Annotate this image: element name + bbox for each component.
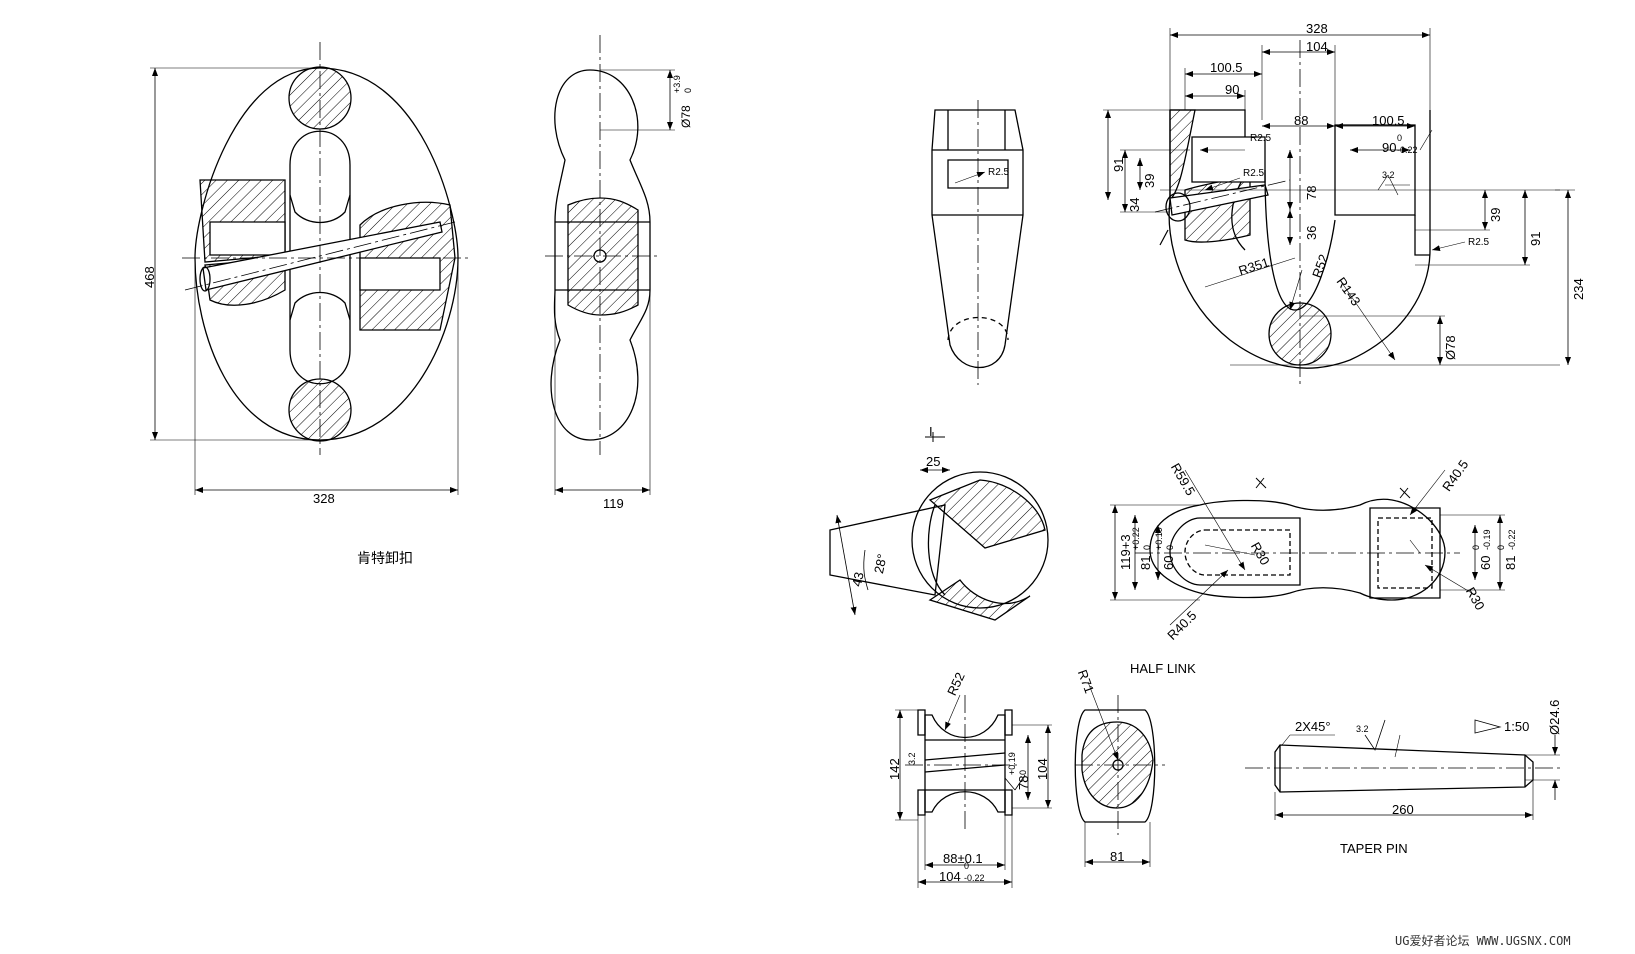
- dim-tp-taper: 1:50: [1504, 719, 1530, 734]
- dim-v78-mid: 78: [1304, 185, 1319, 200]
- dim-top-100-5b: 100.5: [1372, 113, 1405, 128]
- dim-stud-78-tol-low: 0: [1018, 769, 1028, 775]
- stud-view: [895, 694, 1052, 888]
- dim-front-width: 328: [313, 491, 335, 506]
- dim-hl-81-tol: +0.22: [1131, 527, 1141, 550]
- half-link-title: HALF LINK: [1130, 661, 1196, 676]
- dim-side-dia: Ø78: [679, 105, 693, 128]
- dim-hl-81r-tol: 0: [1496, 544, 1506, 550]
- end-view: [931, 100, 1024, 385]
- dim-top-88: 88: [1294, 113, 1309, 128]
- dim-top-104: 104: [1306, 39, 1328, 54]
- section-view: [1103, 28, 1575, 385]
- half-link-view: [1110, 469, 1505, 626]
- dim-top-90b-tol: 0: [1397, 133, 1403, 143]
- dim-tp-32: 3.2: [1356, 724, 1369, 734]
- dim-tp-dia: Ø24.6: [1547, 699, 1562, 735]
- dim-hl-60r: 60: [1478, 555, 1493, 570]
- dim-detail-28: 28°: [871, 552, 890, 575]
- taper-pin-title: TAPER PIN: [1340, 841, 1408, 856]
- dim-v36-mid: 36: [1304, 225, 1319, 240]
- dim-top-328: 328: [1306, 21, 1328, 36]
- dim-hl-60r-tol-low: -0.19: [1482, 529, 1492, 550]
- side-view: [545, 35, 675, 495]
- dim-v34-left: 34: [1127, 197, 1142, 212]
- drawing-caption: 肯特卸扣: [357, 551, 413, 567]
- dim-front-height: 468: [142, 266, 157, 288]
- dim-side-width: 119: [603, 496, 624, 511]
- dim-stud-78: 78: [1016, 775, 1031, 790]
- dim-top-90: 90: [1225, 82, 1240, 97]
- dim-hl-81r: 81: [1503, 555, 1518, 570]
- dim-v91-right: 91: [1528, 231, 1543, 246]
- dim-stud-104b-tol: 0: [964, 861, 970, 871]
- dim-v234: 234: [1571, 278, 1586, 300]
- dim-top-90b-tol-low: -0.22: [1397, 145, 1418, 155]
- dim-top-90b: 90: [1382, 140, 1397, 155]
- dim-v91-left: 91: [1111, 157, 1126, 172]
- dim-v39-right: 39: [1488, 207, 1503, 222]
- dim-hl-81r-tol-low: -0.22: [1507, 529, 1517, 550]
- dim-dia78: Ø78: [1443, 335, 1458, 360]
- dim-r25-a: R2.5: [1250, 133, 1272, 144]
- dim-side-dia-tol-low: 0: [683, 87, 693, 93]
- dim-hl-60-tol-low: 0: [1165, 544, 1175, 550]
- dim-hl-60-tol: +0.19: [1154, 527, 1164, 550]
- dim-stud-104b: 104: [939, 869, 961, 884]
- dim-stud-104: 104: [1035, 758, 1050, 780]
- dim-stud-88: 88±0.1: [943, 851, 983, 866]
- watermark: UG爱好者论坛 WWW.UGSNX.COM: [1395, 934, 1571, 948]
- dim-stud-104b-tol-low: -0.22: [964, 873, 985, 883]
- taper-pin-view: [1245, 719, 1560, 820]
- dim-stud-142: 142: [887, 758, 902, 780]
- dim-hl-81-tol-low: 0: [1142, 544, 1152, 550]
- dim-end-r25: R2.5: [988, 167, 1010, 178]
- dim-r25-b: R2.5: [1243, 168, 1265, 179]
- dim-tp-chamfer: 2X45°: [1295, 719, 1331, 734]
- dim-top-100-5a: 100.5: [1210, 60, 1243, 75]
- dim-detail-43: 43: [849, 570, 867, 588]
- dim-hl-60: 60: [1161, 555, 1176, 570]
- dim-r25-c: R2.5: [1468, 237, 1490, 248]
- detail-view: [829, 432, 1049, 621]
- dim-stud-78-tol: +0.19: [1007, 752, 1017, 775]
- dim-hl-81: 81: [1138, 555, 1153, 570]
- detail-mark: I: [929, 424, 933, 439]
- dim-hl-60r-tol: 0: [1471, 544, 1481, 550]
- dim-sc-81: 81: [1110, 849, 1125, 864]
- dim-rough-32: 3.2: [1382, 170, 1395, 180]
- dim-side-dia-tol: +3.9: [672, 75, 682, 93]
- dim-detail-25: 25: [926, 454, 941, 469]
- dim-v39-left: 39: [1142, 173, 1157, 188]
- front-view: [150, 42, 468, 495]
- dim-tp-len: 260: [1392, 802, 1414, 817]
- stud-section-view: [1074, 681, 1165, 867]
- dim-stud-32: 3.2: [907, 752, 917, 765]
